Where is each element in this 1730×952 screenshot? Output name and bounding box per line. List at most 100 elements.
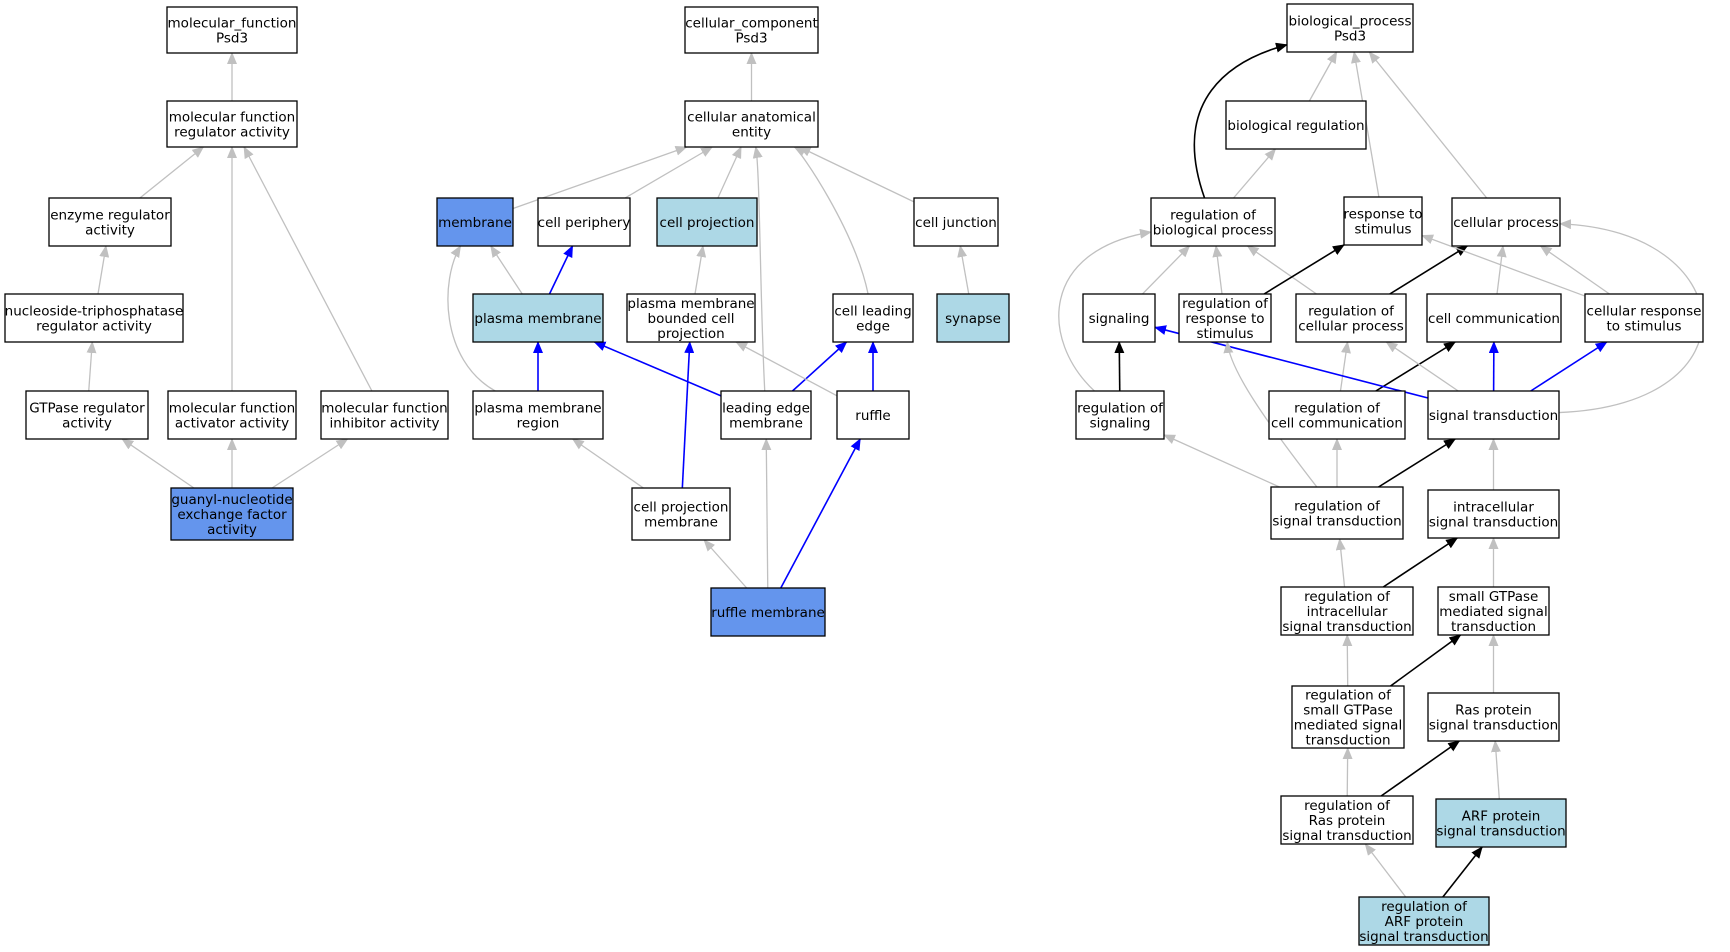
edges-layer xyxy=(86,42,1704,898)
node-membrane[interactable]: membrane xyxy=(436,197,514,247)
node-label-line: membrane xyxy=(438,215,512,231)
node-label-line: bounded cell xyxy=(648,311,735,327)
node-label-line: biological regulation xyxy=(1227,118,1364,134)
edge-pm-to-membrane xyxy=(490,245,523,295)
node-label-line: ruffle xyxy=(855,408,890,424)
node-box xyxy=(166,6,298,54)
node-cell-comm[interactable]: cell communication xyxy=(1426,293,1562,343)
node-box xyxy=(1584,293,1704,343)
node-junction[interactable]: cell junction xyxy=(913,197,999,247)
node-label-line: projection xyxy=(657,326,724,342)
node-box xyxy=(656,197,758,247)
node-label-line: enzyme regulator xyxy=(50,208,170,224)
node-box xyxy=(1225,100,1367,150)
edge-cell_proc-to-bp_root xyxy=(1368,51,1488,199)
node-label-line: cellular process xyxy=(1453,215,1559,231)
node-projection[interactable]: cell projection xyxy=(656,197,758,247)
node-label-line: activity xyxy=(62,416,112,432)
node-label-line: exchange factor xyxy=(177,507,287,523)
node-cell-proc[interactable]: cellular process xyxy=(1451,197,1561,247)
node-label-line: regulation of xyxy=(1170,208,1257,224)
edge-mf_inh-to-mf_reg xyxy=(243,146,373,392)
node-label-line: plasma membrane xyxy=(627,296,754,312)
node-label-line: synapse xyxy=(945,311,1001,327)
node-box xyxy=(1343,196,1423,246)
node-label-line: response to xyxy=(1185,311,1264,327)
node-label-line: activator activity xyxy=(175,416,289,432)
edge-lem-to-cae xyxy=(752,146,766,392)
node-label-line: signal transduction xyxy=(1429,515,1558,531)
node-label-line: regulation of xyxy=(1182,296,1269,312)
node-label-line: regulation of xyxy=(1305,688,1392,704)
node-synapse[interactable]: synapse xyxy=(936,293,1010,343)
node-box xyxy=(4,293,184,343)
node-box xyxy=(1426,293,1562,343)
edge-reg_resp-to-reg_bp xyxy=(1212,245,1223,295)
node-ruffle[interactable]: ruffle xyxy=(836,390,910,440)
edge-gtpase_reg-to-ntp_reg xyxy=(86,341,97,392)
edge-ruffle-to-pmbcp xyxy=(735,341,838,397)
node-label-line: transduction xyxy=(1451,619,1536,635)
node-pm[interactable]: plasma membrane xyxy=(472,293,604,343)
node-label-line: response to xyxy=(1343,207,1422,223)
node-label-line: cell communication xyxy=(1271,416,1403,432)
node-ruffle-mem[interactable]: ruffle membrane xyxy=(710,587,826,637)
node-bio-reg[interactable]: biological regulation xyxy=(1225,100,1367,150)
node-label-line: regulation of xyxy=(1294,499,1381,515)
node-sig-trans[interactable]: signal transduction xyxy=(1427,390,1560,440)
node-box xyxy=(537,197,631,247)
edge-sig_trans-to-cell_resp xyxy=(1530,341,1608,392)
node-label-line: entity xyxy=(732,125,771,141)
node-label-line: cellular_component xyxy=(685,16,817,32)
node-box xyxy=(1427,692,1560,742)
edge-sig_trans-to-reg_cp xyxy=(1385,341,1459,392)
node-label-line: signaling xyxy=(1090,416,1151,432)
edge-reg_resp-to-resp_stim xyxy=(1263,244,1345,295)
node-label-line: cell projection xyxy=(634,500,729,516)
node-signaling[interactable]: signaling xyxy=(1082,293,1156,343)
node-box xyxy=(626,293,756,343)
node-box xyxy=(167,390,297,440)
node-periphery[interactable]: cell periphery xyxy=(537,197,631,247)
node-label-line: cellular process xyxy=(1298,319,1404,335)
node-label-line: Psd3 xyxy=(216,31,248,47)
edge-projection-to-cae xyxy=(717,146,742,199)
edge-reg_arf-to-reg_ras xyxy=(1364,843,1407,898)
edge-reg_bp-to-bp_root xyxy=(1193,42,1288,199)
edge-pm_region-to-membrane xyxy=(447,245,496,392)
node-box xyxy=(1427,489,1560,539)
edge-reg_sig-to-signaling xyxy=(1114,341,1125,392)
